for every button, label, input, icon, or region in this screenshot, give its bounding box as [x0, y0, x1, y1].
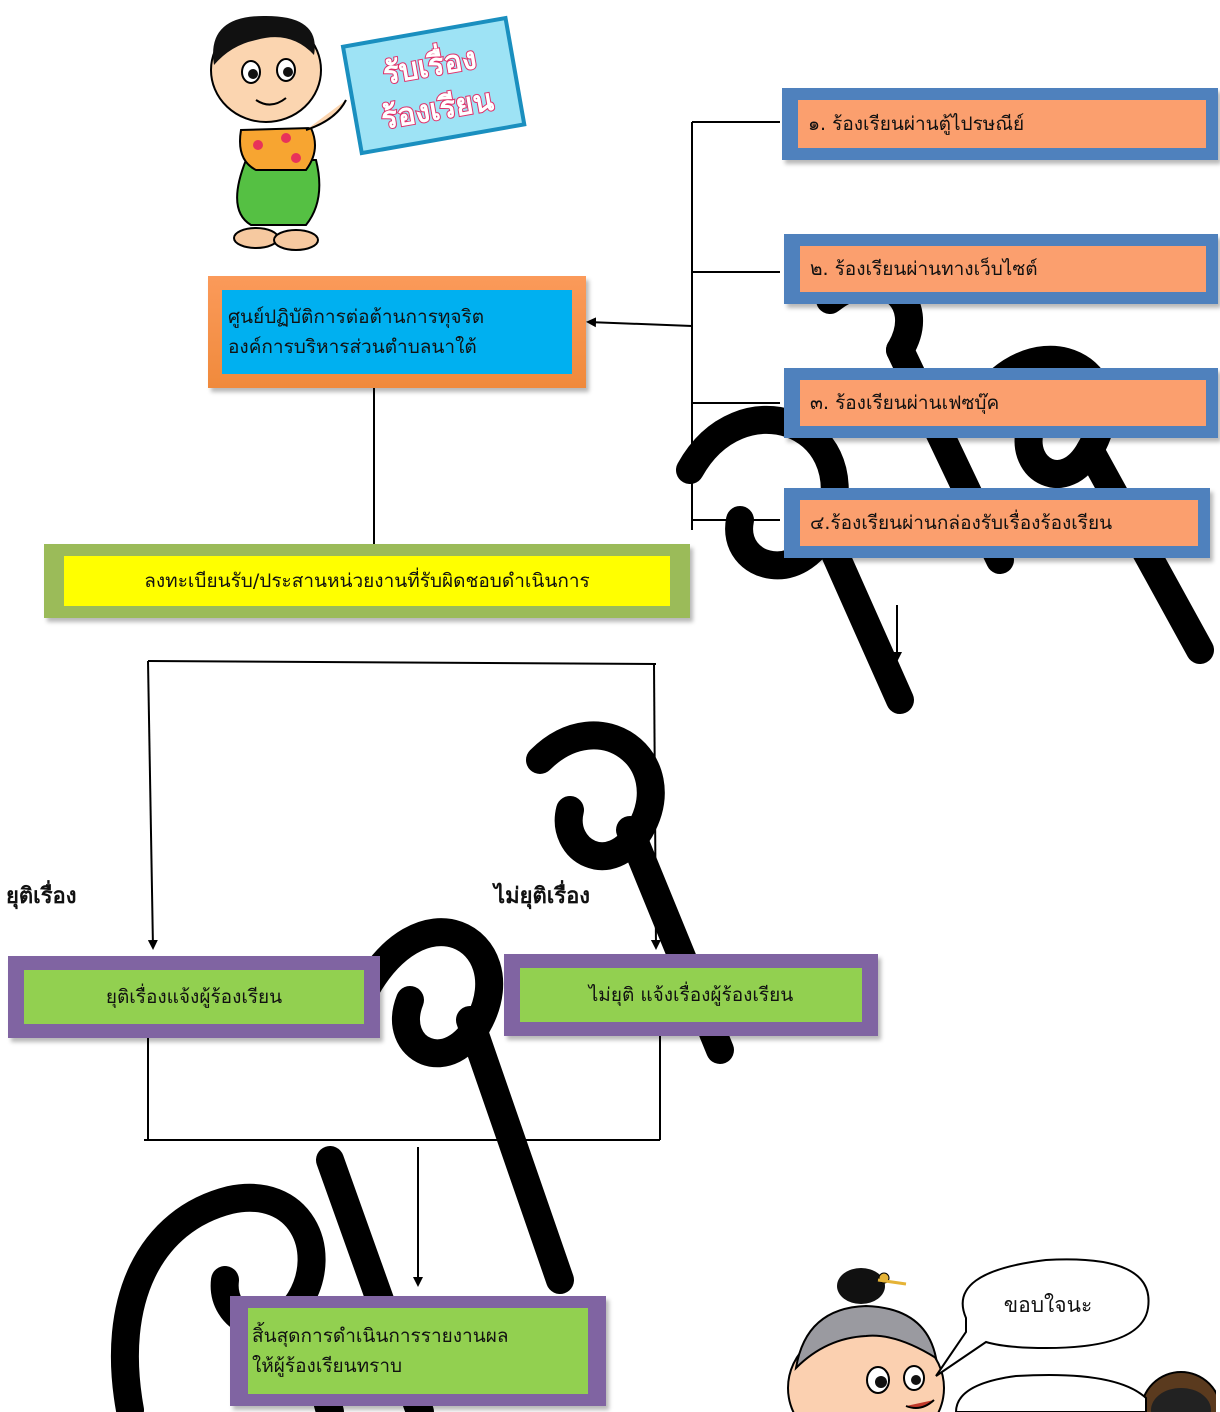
channel-box-facebook: ๓. ร้องเรียนผ่านเฟซบุ๊ค — [784, 368, 1218, 438]
register-label: ลงทะเบียนรับ/ประสานหน่วยงานที่รับผิดชอบด… — [64, 556, 670, 606]
result-box-resolved: ยุติเรื่องแจ้งผู้ร้องเรียน — [8, 956, 380, 1038]
center-line2: องค์การบริหารส่วนตำบลนาใต้ — [228, 336, 477, 358]
final-line1: สิ้นสุดการดำเนินการรายงานผล — [252, 1325, 509, 1347]
final-line2: ให้ผู้ร้องเรียนทราบ — [252, 1355, 403, 1377]
branch-top-line — [147, 660, 657, 665]
sign-board — [340, 15, 527, 156]
speech-bubble-second — [954, 1373, 1147, 1412]
mascot-thank-you-illustration: ขอบใจนะ — [787, 1258, 1216, 1412]
speech-bubble — [935, 1258, 1150, 1377]
center-line1: ศูนย์ปฏิบัติการต่อต้านการทุจริต — [228, 306, 485, 328]
channel-label-facebook: ๓. ร้องเรียนผ่านเฟซบุ๊ค — [800, 380, 1206, 426]
mascot-boy-illustration: รับเรื่อง ร้องเรียน — [210, 15, 527, 251]
branch-label-unresolved: ไม่ยุติเรื่อง — [494, 884, 591, 909]
channel-box-mailbox: ๑. ร้องเรียนผ่านตู้ไปรษณีย์ — [782, 88, 1218, 160]
result-label-resolved: ยุติเรื่องแจ้งผู้ร้องเรียน — [24, 970, 364, 1024]
result-box-unresolved: ไม่ยุติ แจ้งเรื่องผู้ร้องเรียน — [504, 954, 878, 1036]
speech-bubble-text: ขอบใจนะ — [1004, 1293, 1093, 1317]
branch-label-resolved: ยุติเรื่อง — [6, 884, 77, 909]
anti-corruption-center-box: ศูนย์ปฏิบัติการต่อต้านการทุจริต องค์การบ… — [208, 276, 586, 388]
channel-box-complaint-box: ๔.ร้องเรียนผ่านกล่องรับเรื่องร้องเรียน — [784, 488, 1210, 558]
channel-label-mailbox: ๑. ร้องเรียนผ่านตู้ไปรษณีย์ — [798, 100, 1206, 148]
final-report-box: สิ้นสุดการดำเนินการรายงานผล ให้ผู้ร้องเร… — [230, 1296, 606, 1406]
channel-label-website: ๒. ร้องเรียนผ่านทางเว็บไซต์ — [800, 246, 1206, 292]
result-label-unresolved: ไม่ยุติ แจ้งเรื่องผู้ร้องเรียน — [520, 968, 862, 1022]
channel-label-complaint-box: ๔.ร้องเรียนผ่านกล่องรับเรื่องร้องเรียน — [800, 500, 1198, 546]
arrow-to-center — [586, 317, 693, 328]
register-box: ลงทะเบียนรับ/ประสานหน่วยงานที่รับผิดชอบด… — [44, 544, 690, 618]
channel-box-website: ๒. ร้องเรียนผ่านทางเว็บไซต์ — [784, 234, 1218, 304]
branch-right-line — [650, 663, 661, 950]
branch-left-line — [147, 660, 158, 950]
